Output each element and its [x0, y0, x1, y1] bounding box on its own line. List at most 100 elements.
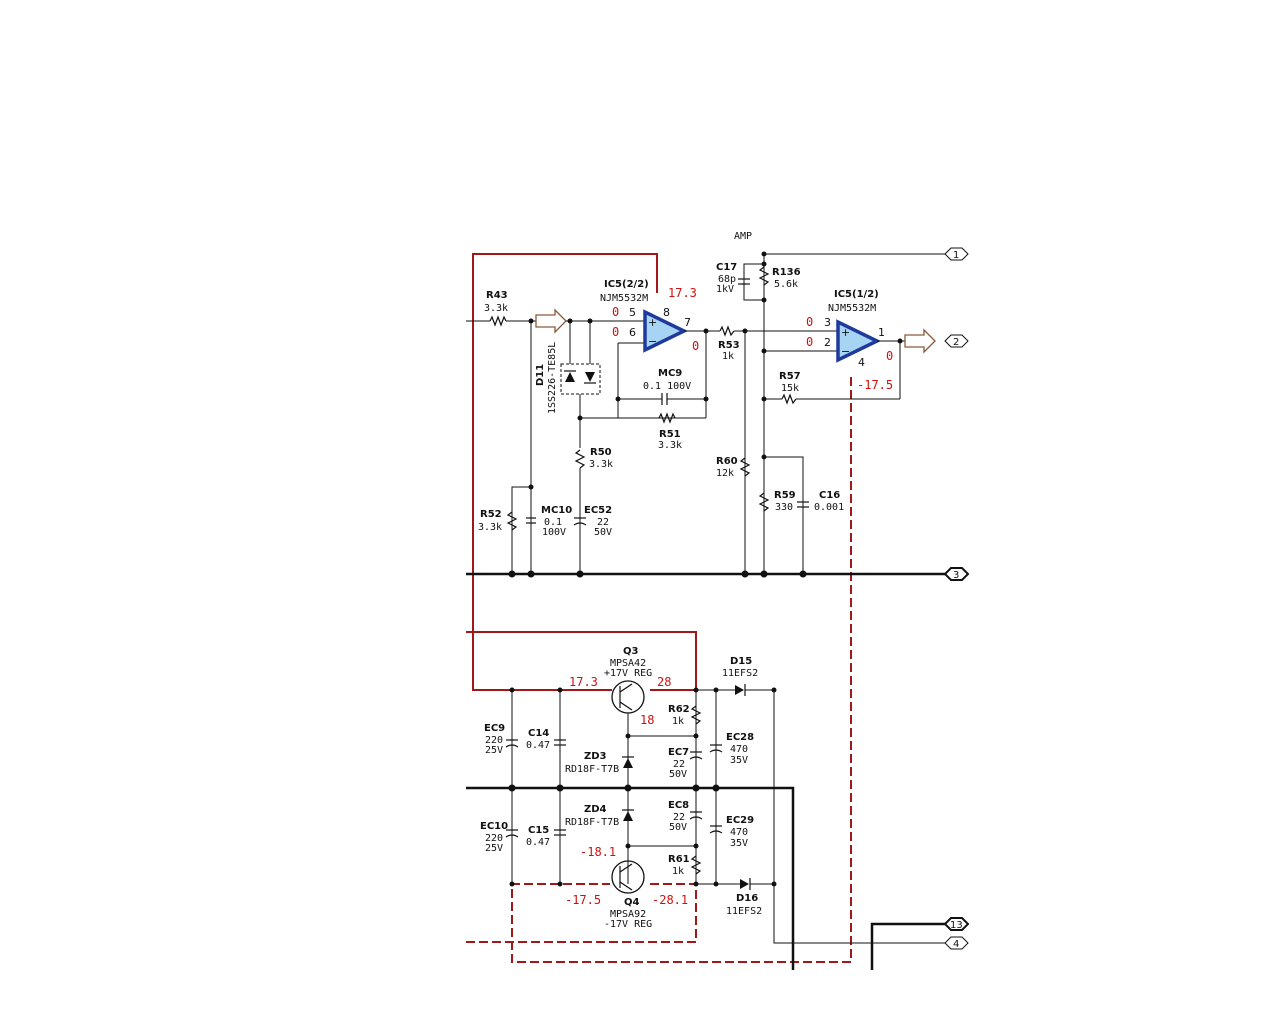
- components-q3-vb-label: 17.3: [569, 675, 598, 689]
- components-ec52-val1-label: 22: [597, 517, 609, 528]
- components-zd4-part-label: RD18F-T7B: [565, 817, 619, 828]
- ic5a-v8: 17.3: [668, 286, 697, 300]
- connectors-c1-label: 1: [953, 250, 959, 261]
- components-mc10-val2-label: 100V: [542, 527, 566, 538]
- components-d16-part-label: 11EFS2: [726, 906, 762, 917]
- components-mc9-val-label: 0.1 100V: [643, 381, 691, 392]
- components-r61-val-label: 1k: [672, 866, 684, 877]
- components-zd3-part-label: RD18F-T7B: [565, 764, 619, 775]
- mid-section: [719, 254, 901, 574]
- components-ec29-val2-label: 35V: [730, 838, 748, 849]
- connector-4: 4: [944, 936, 969, 950]
- components-c15-val-label: 0.47: [526, 837, 550, 848]
- label-label: +: [648, 316, 657, 329]
- ic5a-pin6: 6: [629, 326, 636, 339]
- components-mc9-ref-label: MC9: [658, 368, 682, 379]
- connector-3: 3: [943, 567, 970, 581]
- components-ec52-ref-label: EC52: [584, 505, 612, 516]
- components-q3-vc-label: 28: [657, 675, 671, 689]
- components-r61-ref-label: R61: [668, 854, 690, 865]
- junction-dots: [508, 251, 903, 887]
- components-ec7-val1-label: 22: [673, 759, 685, 770]
- components-zd4-ref-label: ZD4: [584, 804, 607, 815]
- components-r53-val-label: 1k: [722, 351, 734, 362]
- components-r62-ref-label: R62: [668, 704, 690, 715]
- components-r57-ref-label: R57: [779, 371, 801, 382]
- components-ec7-ref-label: EC7: [668, 747, 689, 758]
- components-r51-ref-label: R51: [659, 429, 681, 440]
- ic5a-pin8: 8: [663, 306, 670, 319]
- components-q4-ref-label: Q4: [624, 897, 640, 908]
- label-label: −: [841, 345, 850, 358]
- components-ec29-val1-label: 470: [730, 827, 748, 838]
- input-section: [466, 308, 707, 574]
- connectors-c13-label: 13: [950, 920, 963, 931]
- components-q3-ve-label: 18: [640, 713, 654, 727]
- connectors-c4-label: 4: [953, 939, 959, 950]
- components-ec28-ref-label: EC28: [726, 732, 754, 743]
- components-r51-val-label: 3.3k: [658, 440, 682, 451]
- components-c14-ref-label: C14: [528, 728, 549, 739]
- components-q4-part-label: MPSA92: [610, 909, 646, 920]
- components-mc10-val1-label: 0.1: [544, 517, 562, 528]
- ic5b-pin2: 2: [824, 336, 831, 349]
- components-r52-val-label: 3.3k: [478, 522, 502, 533]
- components-c17-ref-label: C17: [716, 262, 737, 273]
- ic5a-pin5: 5: [629, 306, 636, 319]
- opamp-ic5-b: + −: [836, 319, 936, 363]
- connector-13: 13: [943, 917, 970, 931]
- signal-arrow-out: [904, 328, 936, 354]
- components-r53-ref-label: R53: [718, 340, 740, 351]
- components-q3-ref-label: Q3: [623, 646, 639, 657]
- components-r136-ref-label: R136: [772, 267, 801, 278]
- components-r59-ref-label: R59: [774, 490, 796, 501]
- components-d15-ref-label: D15: [730, 656, 752, 667]
- components-r62-val-label: 1k: [672, 716, 684, 727]
- power-rails: [466, 253, 852, 963]
- components-ec10-ref-label: EC10: [480, 821, 508, 832]
- components-ec28-val1-label: 470: [730, 744, 748, 755]
- opamp-ic5-a: + −: [643, 309, 720, 353]
- components-d11-ref-label: D11: [535, 364, 546, 386]
- components-c16-val-label: 0.001: [814, 502, 844, 513]
- components-q4-vb-label: -18.1: [580, 845, 616, 859]
- label-label: −: [648, 335, 657, 348]
- components-ec9-val1-label: 220: [485, 735, 503, 746]
- label-label: +: [841, 326, 850, 339]
- components-ec9-ref-label: EC9: [484, 723, 505, 734]
- ic5b-pin4: 4: [858, 356, 865, 369]
- components-d15-part-label: 11EFS2: [722, 668, 758, 679]
- ic5b-ref: IC5(1/2): [834, 289, 879, 300]
- ic5a-v6: 0: [612, 325, 619, 339]
- components-r50-val-label: 3.3k: [589, 459, 613, 470]
- ic5a-part: NJM5532M: [600, 293, 648, 304]
- components-r57-val-label: 15k: [781, 383, 799, 394]
- components-r43-val-label: 3.3k: [484, 303, 508, 314]
- components-c17-val1-label: 68p: [718, 274, 736, 285]
- signal-arrow-in: [535, 308, 567, 334]
- components-d16-ref-label: D16: [736, 893, 758, 904]
- ic5b-v2: 0: [806, 335, 813, 349]
- ic5a-v7: 0: [692, 339, 699, 353]
- components-q4-func-label: -17V REG: [604, 919, 652, 930]
- components-c16-ref-label: C16: [819, 490, 840, 501]
- components-ec29-ref-label: EC29: [726, 815, 754, 826]
- components-ec8-val1-label: 22: [673, 812, 685, 823]
- components-c15-ref-label: C15: [528, 825, 549, 836]
- components-ec52-val2-label: 50V: [594, 527, 612, 538]
- components-q3-part-label: MPSA42: [610, 658, 646, 669]
- connectors-c3-label: 3: [953, 570, 959, 581]
- components-r60-val-label: 12k: [716, 468, 734, 479]
- components-r52-ref-label: R52: [480, 509, 502, 520]
- ic5a-v5: 0: [612, 305, 619, 319]
- components-d11-part-label: 1SS226-TE85L: [547, 342, 558, 414]
- ic5b-v4: -17.5: [857, 378, 893, 392]
- connectors-c2-label: 2: [953, 337, 959, 348]
- ic5a-ref: IC5(2/2): [604, 279, 649, 290]
- ic5b-v3: 0: [806, 315, 813, 329]
- components-r59-val-label: 330: [775, 502, 793, 513]
- components-ec8-ref-label: EC8: [668, 800, 689, 811]
- connector-2: 2: [944, 334, 969, 348]
- components-r136-val-label: 5.6k: [774, 279, 798, 290]
